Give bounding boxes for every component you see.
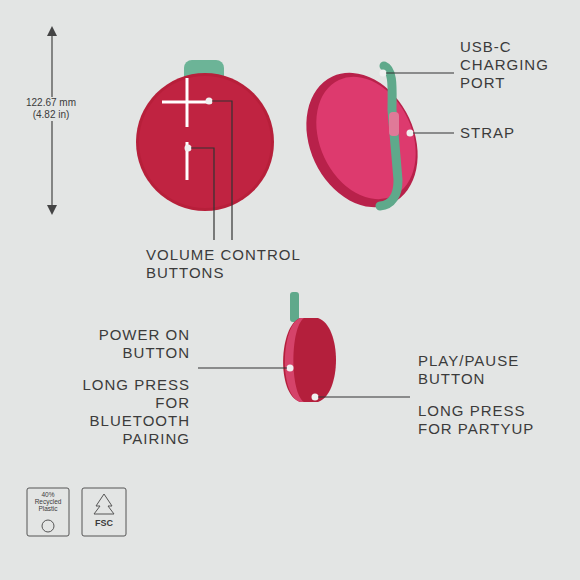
leader-line [380,70,455,137]
speaker-back [285,55,438,226]
speaker-front [136,60,274,211]
speaker-side [283,292,336,402]
leader-line [185,98,233,241]
part-label: PLAY/PAUSE BUTTON [418,352,553,388]
logo-text: 40% Recycled Plastic [28,491,68,512]
function-note: LONG PRESS FOR PARTYUP [418,402,558,438]
eco-logos [27,488,126,536]
part-label: STRAP [460,124,560,142]
leader-line [198,365,410,401]
function-note: LONG PRESS FOR BLUETOOTH PAIRING [62,376,190,448]
logo-text: FSC [83,518,125,529]
part-label: POWER ON BUTTON [62,326,190,362]
dimension-label: 122.67 mm (4.82 in) [20,97,82,121]
part-label: USB-C CHARGING PORT [460,38,572,92]
part-label: VOLUME CONTROL BUTTONS [146,246,351,282]
